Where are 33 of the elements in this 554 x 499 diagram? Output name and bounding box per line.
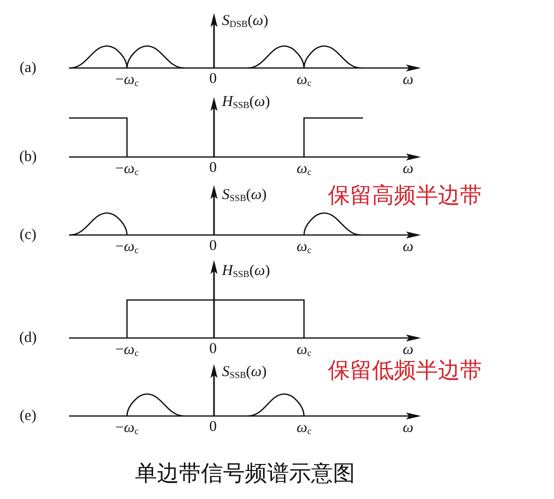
tick-label: 0 bbox=[209, 72, 217, 88]
tick-label: ω$_{c}$ bbox=[296, 343, 312, 359]
axis-label: H$_{SSB}$(ω) bbox=[222, 264, 270, 280]
tick-label: ω$_{c}$ bbox=[296, 240, 312, 256]
panel-label: (d) bbox=[19, 331, 37, 347]
tick-label: −ω$_{c}$ bbox=[115, 73, 139, 89]
axis-label: ω bbox=[402, 421, 414, 437]
tick-label: −ω$_{c}$ bbox=[115, 343, 139, 359]
tick-label: ω$_{c}$ bbox=[296, 162, 312, 178]
tick-label: ω$_{c}$ bbox=[296, 73, 312, 89]
axis-label: H$_{SSB}$(ω) bbox=[222, 95, 270, 111]
panel-label: (b) bbox=[19, 150, 37, 166]
axis-label: ω bbox=[402, 343, 414, 359]
figure-caption: 单边带信号频谱示意图 bbox=[135, 461, 355, 485]
tick-label: −ω$_{c}$ bbox=[115, 421, 139, 437]
axis-label: S$_{DSB}$(ω) bbox=[222, 14, 268, 30]
tick-label: −ω$_{c}$ bbox=[115, 162, 139, 178]
axis-label: S$_{SSB}$(ω) bbox=[222, 188, 267, 204]
panel-label: (c) bbox=[20, 228, 36, 244]
annotation-text: 保留高频半边带 bbox=[328, 184, 482, 208]
tick-label: 0 bbox=[209, 420, 217, 436]
panel-label: (a) bbox=[20, 61, 36, 77]
annotation-text: 保留低频半边带 bbox=[328, 359, 482, 383]
tick-label: 0 bbox=[209, 239, 217, 255]
tick-label: 0 bbox=[209, 161, 217, 177]
axis-label: ω bbox=[402, 240, 414, 256]
axis-label: ω bbox=[402, 73, 414, 89]
tick-label: −ω$_{c}$ bbox=[115, 240, 139, 256]
axis-label: S$_{SSB}$(ω) bbox=[222, 365, 267, 381]
tick-label: ω$_{c}$ bbox=[296, 421, 312, 437]
panel-label: (e) bbox=[20, 409, 36, 425]
axis-label: ω bbox=[402, 162, 414, 178]
tick-label: 0 bbox=[209, 342, 217, 358]
